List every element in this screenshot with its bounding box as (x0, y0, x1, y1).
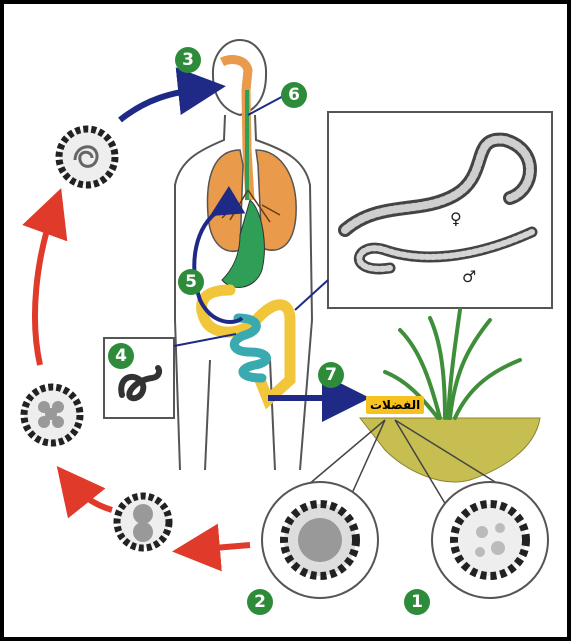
egg-icon (432, 482, 548, 598)
stage-number-3: 3 (175, 47, 201, 73)
stage-number-4: 4 (108, 343, 134, 369)
stage-number-2: 2 (247, 589, 273, 615)
female-symbol: ♀ (450, 209, 462, 228)
soil-label: الفضلات (366, 396, 424, 414)
egg-icon (117, 496, 169, 548)
egg-icon (59, 129, 115, 185)
large-intestine (202, 290, 290, 400)
egg-icon (262, 482, 378, 598)
male-symbol: ♂ (462, 267, 476, 286)
stage-number-6: 6 (281, 82, 307, 108)
egg-icon (24, 387, 80, 443)
soil (360, 418, 540, 482)
stage-number-5: 5 (178, 269, 204, 295)
arrow-egg-development-1 (190, 545, 250, 550)
arrow-egg-to-mouth (120, 88, 208, 120)
arrow-egg-development-2 (68, 480, 112, 510)
stage-number-1: 1 (404, 589, 430, 615)
stage-number-7: 7 (318, 362, 344, 388)
arrow-egg-development-3 (35, 205, 55, 365)
